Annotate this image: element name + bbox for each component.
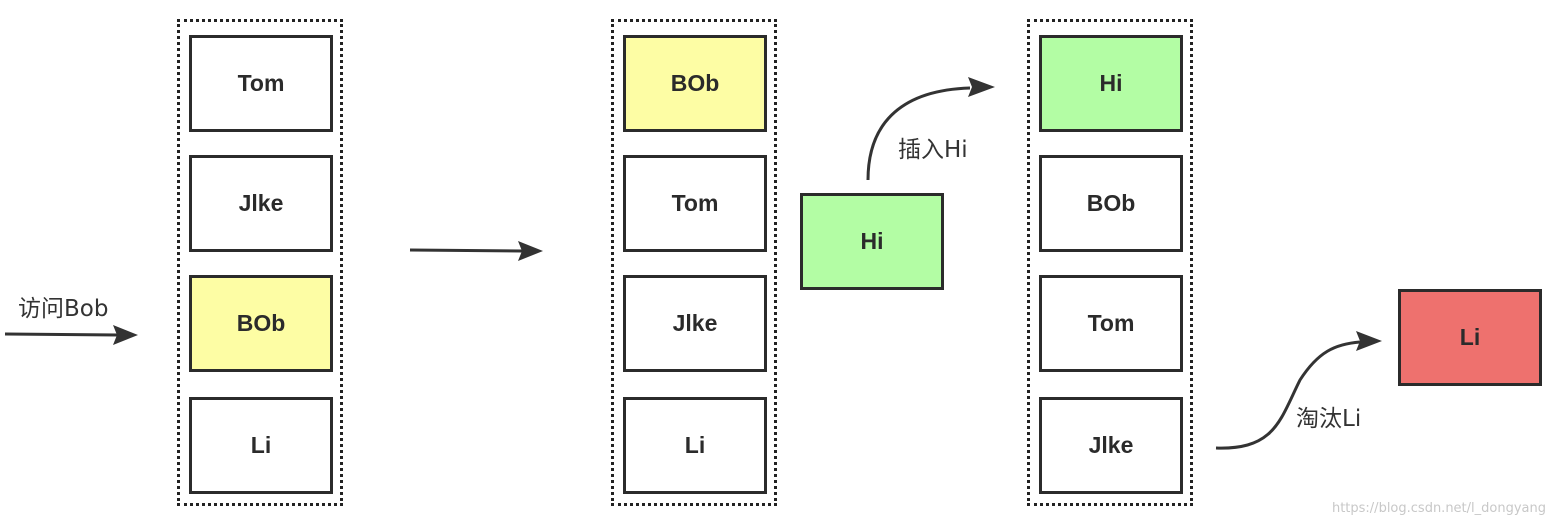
evicted-item: Li [1398,289,1542,386]
visit-arrow [4,325,138,345]
move-arrow [409,241,543,261]
evict-arrow [1215,331,1382,450]
cache-stack-after-insert [1027,19,1193,506]
evict-label: 淘汰Li [1296,406,1362,432]
cache-cell-accessed: BOb [623,35,767,132]
cache-cell: Tom [189,35,333,132]
cache-stack-before [177,19,343,506]
visit-label: 访问Bob [18,296,109,322]
cache-cell-accessed: BOb [189,275,333,372]
cache-cell: Tom [623,155,767,252]
cache-cell: Jlke [189,155,333,252]
cache-cell: Jlke [1039,397,1183,494]
cache-cell: Tom [1039,275,1183,372]
cache-cell-inserted: Hi [1039,35,1183,132]
insert-arrow [866,77,995,181]
insert-item: Hi [800,193,944,290]
cache-cell: Li [189,397,333,494]
cache-cell: BOb [1039,155,1183,252]
watermark: https://blog.csdn.net/l_dongyang [1331,501,1546,516]
cache-cell: Li [623,397,767,494]
cache-stack-after-access [611,19,777,506]
insert-label: 插入Hi [898,137,968,163]
cache-cell: Jlke [623,275,767,372]
